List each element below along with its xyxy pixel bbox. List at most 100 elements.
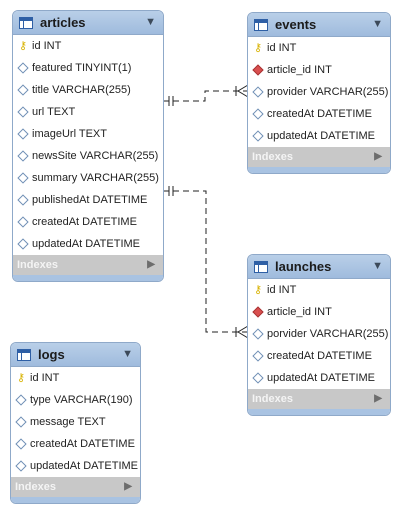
column-row[interactable]: article_id INT	[248, 301, 390, 323]
column-name: message TEXT	[30, 416, 106, 428]
column-diamond-icon	[17, 172, 29, 184]
column-diamond-icon	[17, 62, 29, 74]
column-name: createdAt DATETIME	[32, 216, 137, 228]
column-row[interactable]: article_id INT	[248, 59, 390, 81]
column-name: imageUrl TEXT	[32, 128, 107, 140]
column-name: newsSite VARCHAR(255)	[32, 150, 159, 162]
column-row[interactable]: updatedAt DATETIME	[248, 367, 390, 389]
column-diamond-icon	[17, 84, 29, 96]
column-diamond-icon	[17, 128, 29, 140]
table-icon	[19, 16, 33, 29]
table-header[interactable]: logs ▼	[11, 343, 140, 367]
column-name: featured TINYINT(1)	[32, 62, 132, 74]
column-row[interactable]: updatedAt DATETIME	[11, 455, 140, 477]
indexes-label: Indexes	[252, 151, 293, 163]
column-name: updatedAt DATETIME	[32, 238, 141, 250]
indexes-label: Indexes	[15, 481, 56, 493]
key-icon: ⚷	[16, 371, 26, 384]
column-row[interactable]: updatedAt DATETIME	[248, 125, 390, 147]
expand-arrow-icon[interactable]: ▶	[147, 259, 155, 270]
column-row[interactable]: message TEXT	[11, 411, 140, 433]
table-bottom-bar	[13, 275, 163, 281]
column-row[interactable]: imageUrl TEXT	[13, 123, 163, 145]
column-row[interactable]: type VARCHAR(190)	[11, 389, 140, 411]
column-row[interactable]: porvider VARCHAR(255)	[248, 323, 390, 345]
column-row[interactable]: ⚷id INT	[13, 35, 163, 57]
column-row[interactable]: publishedAt DATETIME	[13, 189, 163, 211]
column-name: publishedAt DATETIME	[32, 194, 148, 206]
relation-articles-launches	[163, 190, 248, 333]
column-name: article_id INT	[267, 306, 332, 318]
collapse-arrow-icon[interactable]: ▼	[372, 18, 383, 30]
column-diamond-icon	[15, 394, 27, 406]
column-name: provider VARCHAR(255)	[267, 86, 389, 98]
column-diamond-icon	[17, 238, 29, 250]
table-events[interactable]: events ▼ ⚷ id INT article_id INT provider V…	[247, 12, 391, 174]
column-row[interactable]: summary VARCHAR(255)	[13, 167, 163, 189]
relation-articles-events-crowfoot	[237, 84, 249, 98]
column-diamond-icon	[17, 150, 29, 162]
column-row[interactable]: url TEXT	[13, 101, 163, 123]
column-name: article_id INT	[267, 64, 332, 76]
column-row[interactable]: ⚷ id INT	[248, 279, 390, 301]
column-row[interactable]: createdAt DATETIME	[248, 345, 390, 367]
indexes-section[interactable]: Indexes ▶	[248, 147, 390, 167]
column-name: url TEXT	[32, 106, 76, 118]
column-diamond-icon	[15, 438, 27, 450]
indexes-section[interactable]: Indexes ▶	[248, 389, 390, 409]
collapse-arrow-icon[interactable]: ▼	[372, 260, 383, 272]
table-title: logs	[38, 347, 65, 362]
column-diamond-icon	[17, 194, 29, 206]
table-launches[interactable]: launches ▼ ⚷ id INT article_id INT porvider…	[247, 254, 391, 416]
column-name: id INT	[267, 284, 297, 296]
column-row[interactable]: title VARCHAR(255)	[13, 79, 163, 101]
indexes-section[interactable]: Indexes ▶	[11, 477, 140, 497]
column-name: id INT	[30, 372, 60, 384]
column-name: summary VARCHAR(255)	[32, 172, 159, 184]
table-logs[interactable]: logs ▼ ⚷ id INT type VARCHAR(190) message T…	[10, 342, 141, 504]
column-row[interactable]: ⚷ id INT	[11, 367, 140, 389]
column-name: title VARCHAR(255)	[32, 84, 131, 96]
indexes-section[interactable]: Indexes ▶	[13, 255, 163, 275]
table-title: events	[275, 17, 317, 32]
collapse-arrow-icon[interactable]: ▼	[145, 16, 156, 28]
column-name: porvider VARCHAR(255)	[267, 328, 389, 340]
table-articles[interactable]: articles ▼ ⚷id INT featured TINYINT(1) tit…	[12, 10, 164, 282]
relation-articles-launches-crowfoot	[237, 325, 249, 339]
column-row[interactable]: featured TINYINT(1)	[13, 57, 163, 79]
column-name: createdAt DATETIME	[267, 350, 372, 362]
key-icon: ⚷	[18, 39, 28, 52]
column-diamond-icon	[15, 416, 27, 428]
table-header[interactable]: events ▼	[248, 13, 390, 37]
column-row[interactable]: provider VARCHAR(255)	[248, 81, 390, 103]
column-row[interactable]: createdAt DATETIME	[13, 211, 163, 233]
table-header[interactable]: launches ▼	[248, 255, 390, 279]
expand-arrow-icon[interactable]: ▶	[124, 481, 132, 492]
column-name: type VARCHAR(190)	[30, 394, 133, 406]
column-row[interactable]: ⚷ id INT	[248, 37, 390, 59]
table-header[interactable]: articles ▼	[13, 11, 163, 35]
collapse-arrow-icon[interactable]: ▼	[122, 348, 133, 360]
expand-arrow-icon[interactable]: ▶	[374, 393, 382, 404]
column-row[interactable]: newsSite VARCHAR(255)	[13, 145, 163, 167]
foreign-key-diamond-icon	[252, 64, 264, 76]
column-name: updatedAt DATETIME	[30, 460, 139, 472]
column-name: id INT	[267, 42, 297, 54]
table-icon	[254, 260, 268, 273]
column-row[interactable]: updatedAt DATETIME	[13, 233, 163, 255]
table-icon	[17, 348, 31, 361]
key-icon: ⚷	[253, 41, 263, 54]
column-diamond-icon	[252, 372, 264, 384]
column-row[interactable]: createdAt DATETIME	[248, 103, 390, 125]
column-row[interactable]: createdAt DATETIME	[11, 433, 140, 455]
table-bottom-bar	[248, 409, 390, 415]
key-icon: ⚷	[253, 283, 263, 296]
foreign-key-diamond-icon	[252, 306, 264, 318]
column-name: createdAt DATETIME	[267, 108, 372, 120]
relation-articles-events	[163, 90, 248, 102]
expand-arrow-icon[interactable]: ▶	[374, 151, 382, 162]
table-icon	[254, 18, 268, 31]
column-name: updatedAt DATETIME	[267, 372, 376, 384]
table-bottom-bar	[248, 167, 390, 173]
